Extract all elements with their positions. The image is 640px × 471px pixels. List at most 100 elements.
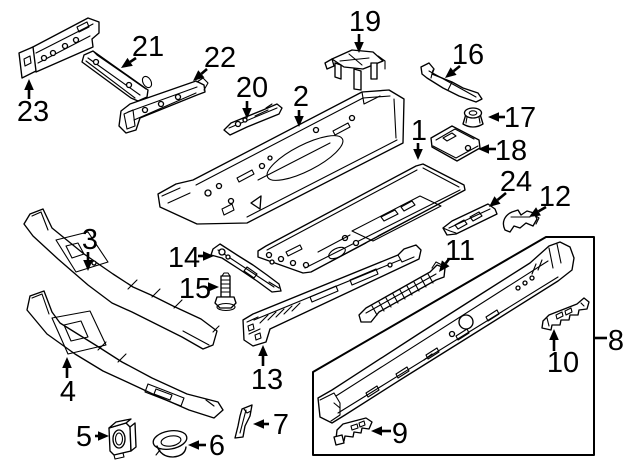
part-illustration-11	[358, 261, 446, 323]
callout-arrowhead	[529, 207, 541, 217]
callout-arrow-line	[496, 191, 507, 202]
callout-15[interactable]: 15	[179, 273, 219, 305]
callout-label-16: 16	[452, 39, 484, 71]
callout-6[interactable]: 6	[188, 430, 225, 462]
callout-arrowhead	[208, 282, 219, 292]
part-illustration-10	[541, 297, 590, 331]
part-illustration-16	[420, 62, 483, 103]
callout-21[interactable]: 21	[121, 31, 164, 68]
callout-label-5: 5	[76, 421, 92, 453]
callout-label-6: 6	[209, 430, 225, 462]
part-illustration-19	[324, 49, 386, 91]
callout-label-2: 2	[293, 81, 309, 113]
callout-label-24: 24	[500, 166, 532, 198]
callout-arrowhead	[62, 357, 72, 368]
part-illustration-7	[234, 404, 253, 439]
callout-14[interactable]: 14	[168, 242, 214, 274]
callout-label-8: 8	[608, 325, 624, 357]
callout-arrow-line	[444, 258, 451, 265]
callout-label-1: 1	[411, 115, 427, 147]
callout-16[interactable]: 16	[445, 39, 484, 78]
callout-5[interactable]: 5	[76, 421, 109, 453]
callout-arrowhead	[98, 431, 109, 441]
part-illustration-13	[242, 244, 422, 347]
callout-13[interactable]: 13	[251, 345, 283, 396]
part-illustration-24	[442, 203, 498, 236]
callout-label-17: 17	[504, 102, 536, 134]
callout-arrowhead	[478, 144, 489, 154]
callout-arrowhead	[439, 260, 450, 272]
callout-20[interactable]: 20	[236, 72, 268, 119]
callout-label-20: 20	[236, 72, 268, 104]
callout-arrowhead	[371, 426, 382, 436]
callout-11[interactable]: 11	[439, 235, 475, 272]
part-illustration-5	[108, 418, 137, 460]
part-illustration-21	[81, 50, 153, 102]
callout-24[interactable]: 24	[489, 166, 532, 207]
callout-label-23: 23	[17, 96, 49, 128]
callout-label-11: 11	[445, 235, 475, 267]
callout-2[interactable]: 2	[293, 81, 309, 127]
callout-label-10: 10	[547, 347, 579, 379]
part-illustration-2	[157, 89, 405, 225]
callout-4[interactable]: 4	[60, 357, 76, 408]
callout-label-4: 4	[60, 376, 76, 408]
part-illustration-20	[223, 103, 283, 136]
callout-label-19: 19	[349, 6, 381, 38]
callout-22[interactable]: 22	[193, 42, 236, 81]
callout-arrowhead	[549, 329, 559, 340]
callout-arrowhead	[413, 149, 423, 160]
callout-label-12: 12	[539, 181, 571, 213]
callout-17[interactable]: 17	[488, 102, 536, 134]
callout-arrowhead	[193, 70, 205, 81]
callout-label-14: 14	[168, 242, 200, 274]
callout-arrowhead	[258, 345, 268, 356]
callout-arrow-line	[537, 205, 547, 213]
callout-arrow-line	[129, 56, 137, 63]
part-illustration-3	[23, 208, 220, 350]
callout-8[interactable]: 8	[594, 325, 624, 357]
callout-18[interactable]: 18	[478, 135, 527, 167]
parts-illustrations	[18, 17, 595, 460]
part-illustration-18	[430, 125, 481, 162]
part-illustration-12	[502, 209, 540, 233]
callout-10[interactable]: 10	[547, 329, 579, 379]
part-illustration-14	[210, 243, 282, 293]
callout-23[interactable]: 23	[17, 79, 49, 128]
callout-label-21: 21	[132, 31, 164, 63]
callout-9[interactable]: 9	[371, 418, 408, 450]
callout-arrowhead	[203, 251, 214, 261]
part-illustration-15	[214, 272, 237, 312]
callout-label-18: 18	[495, 135, 527, 167]
callout-arrowhead	[24, 79, 34, 90]
callout-arrowhead	[488, 112, 499, 122]
callout-12[interactable]: 12	[529, 181, 571, 217]
callout-arrowhead	[294, 116, 304, 127]
callout-arrowhead	[188, 440, 199, 450]
part-illustration-1	[257, 163, 466, 274]
part-illustration-9	[333, 417, 373, 446]
callout-1[interactable]: 1	[411, 115, 427, 160]
part-illustration-23	[18, 17, 100, 79]
part-illustration-8	[317, 241, 575, 424]
callout-arrowhead	[253, 419, 264, 429]
callout-3[interactable]: 3	[82, 224, 98, 271]
part-8-box-frame	[312, 236, 595, 456]
part-illustration-4	[26, 290, 224, 419]
callout-label-3: 3	[82, 224, 98, 256]
callout-19[interactable]: 19	[349, 6, 381, 53]
callout-label-9: 9	[392, 418, 408, 450]
callout-arrowhead	[445, 67, 457, 78]
callout-arrowhead	[121, 57, 133, 68]
callout-arrow-line	[200, 68, 208, 75]
callout-arrowhead	[83, 260, 93, 271]
callout-arrowhead	[489, 196, 501, 207]
callout-7[interactable]: 7	[253, 409, 289, 441]
part-illustration-17	[462, 107, 484, 128]
callout-label-13: 13	[251, 364, 283, 396]
part-illustration-22	[118, 77, 209, 134]
part-illustration-6	[152, 429, 188, 458]
